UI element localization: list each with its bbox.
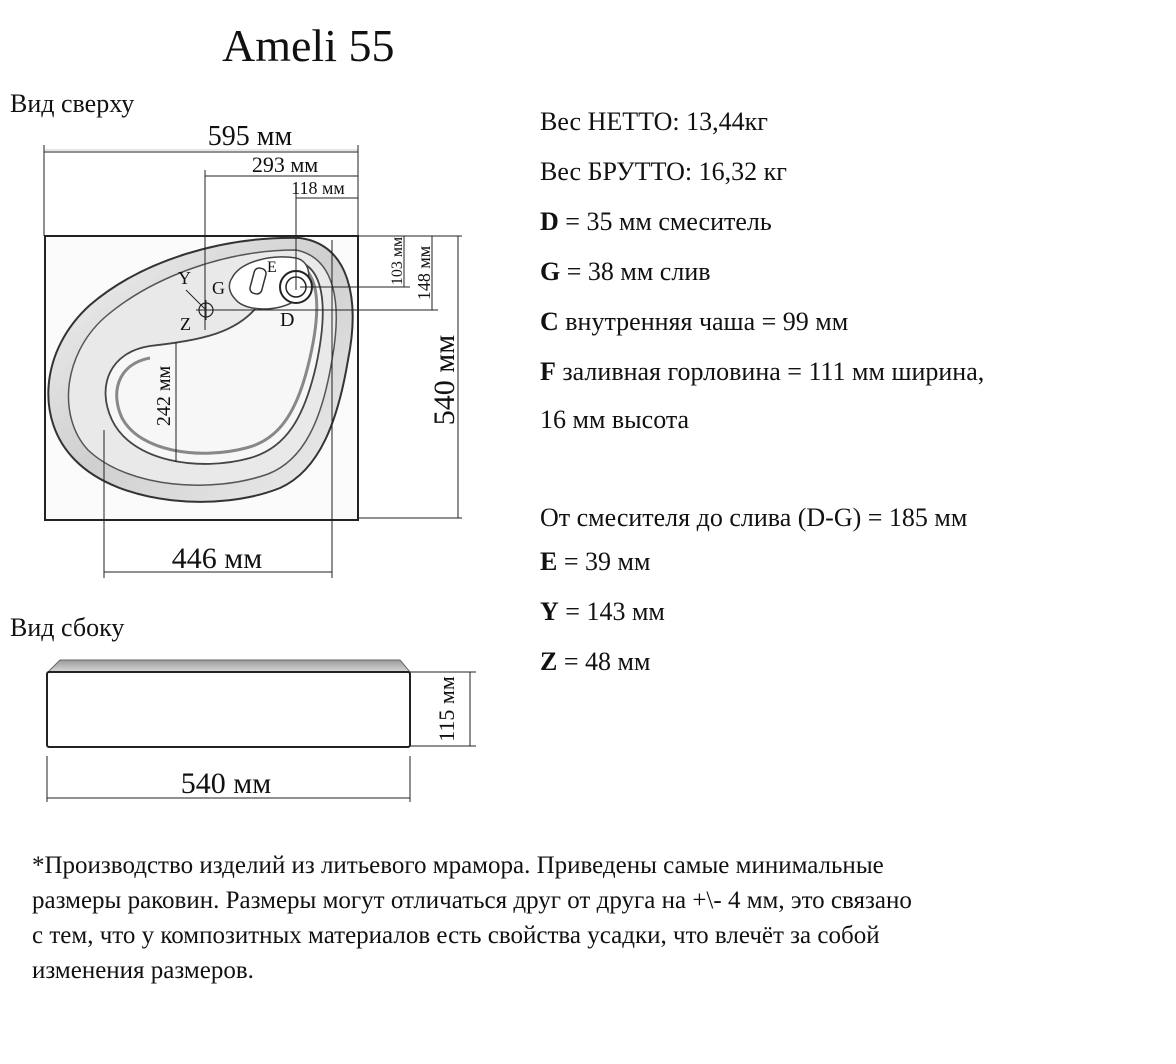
dimension-labels-top: 595 мм 293 мм 118 мм 103 мм 148 мм 540 м… <box>153 121 461 575</box>
spec-c-bowl: C внутренняя чаша = 99 мм <box>540 307 849 336</box>
bowl-446-label: 446 мм <box>172 542 262 575</box>
dim-242-label: 242 мм <box>153 366 175 427</box>
dim-103-label: 103 мм <box>389 237 406 285</box>
dim-148-label: 148 мм <box>414 246 434 300</box>
spec-g-drain: G = 38 мм слив <box>540 257 711 286</box>
point-g-label: G <box>212 278 225 298</box>
point-e-label: E <box>267 259 277 276</box>
spec-d-g-distance: От смесителя до слива (D-G) = 185 мм <box>540 503 968 532</box>
spec-e: E = 39 мм <box>540 547 651 576</box>
spec-z: Z = 48 мм <box>540 647 651 676</box>
depth-540-label: 540 мм <box>428 335 461 425</box>
top-view-label: Вид сверху <box>10 89 135 118</box>
spec-f-height: 16 мм высота <box>540 405 690 434</box>
top-view: 595 мм 293 мм 118 мм 103 мм 148 мм 540 м… <box>43 121 462 578</box>
point-y-label: Y <box>178 268 191 288</box>
bowl-inner <box>104 261 324 465</box>
point-d-label: D <box>280 309 294 331</box>
side-top-bevel <box>46 659 412 673</box>
footnote: *Производство изделий из литьевого мрамо… <box>32 852 912 984</box>
side-view: 115 мм 540 мм <box>46 659 476 802</box>
spec-weight-net: Вес НЕТТО: 13,44кг <box>540 107 768 136</box>
spec-weight-gross: Вес БРУТТО: 16,32 кг <box>540 157 787 186</box>
side-view-label: Вид сбоку <box>10 613 125 642</box>
spec-f-neck: F заливная горловина = 111 мм ширина, <box>540 357 985 386</box>
side-540-label: 540 мм <box>181 767 271 800</box>
dim-293-label: 293 мм <box>252 152 318 177</box>
side-body <box>46 671 411 748</box>
overflow-slot <box>249 267 267 295</box>
dim-118-label: 118 мм <box>291 178 345 198</box>
page-title: Ameli 55 <box>222 20 395 71</box>
bowl-shadow <box>115 268 319 455</box>
height-115-label: 115 мм <box>434 676 459 742</box>
point-z-label: Z <box>180 314 191 334</box>
spec-y: Y = 143 мм <box>540 597 665 626</box>
width-595-label: 595 мм <box>208 121 293 152</box>
spec-d-mixer: D = 35 мм смеситель <box>540 207 772 236</box>
